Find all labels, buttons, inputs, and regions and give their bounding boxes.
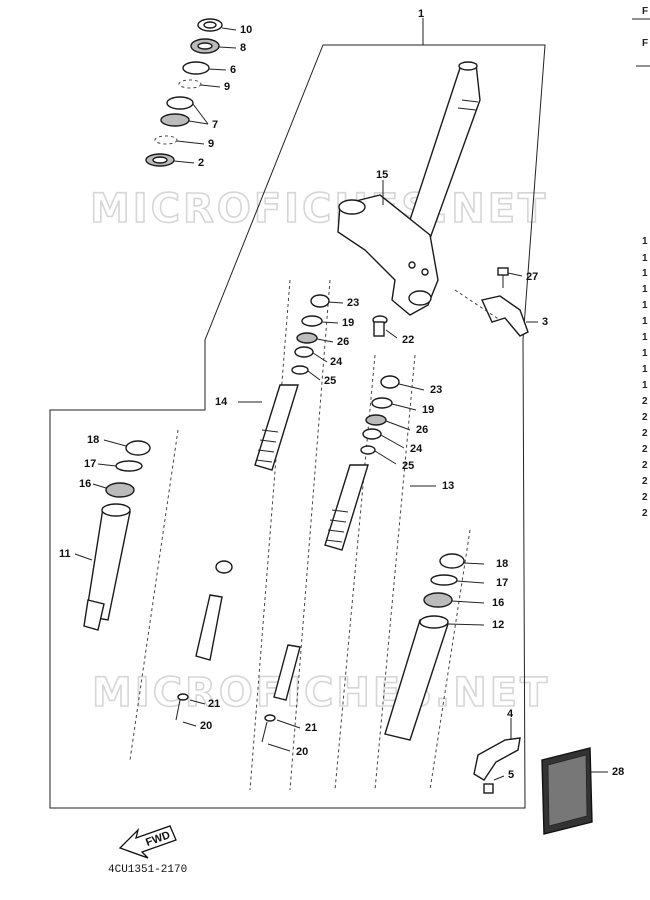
callout-5: 5: [508, 769, 515, 781]
callout-28: 28: [612, 766, 625, 778]
callout-13: 13: [442, 480, 455, 492]
callout-9: 9: [208, 138, 215, 150]
callout-6: 6: [230, 64, 237, 76]
callout-23: 23: [430, 384, 443, 396]
callout-2: 2: [198, 157, 205, 169]
assembly-outline: [49, 44, 546, 809]
part-9b: [154, 135, 178, 145]
callout-12: 12: [492, 619, 505, 631]
bolt-5: [483, 775, 505, 794]
part-6: [182, 61, 210, 75]
callout-7: 7: [212, 119, 219, 131]
right-edge-char: 2: [642, 508, 648, 519]
callout-3: 3: [542, 316, 549, 328]
callout-25: 25: [402, 460, 415, 472]
callout-9: 9: [224, 81, 231, 93]
callout-17: 17: [84, 458, 97, 470]
right-edge-char: 1: [642, 332, 648, 343]
callout-26: 26: [416, 424, 429, 436]
right-edge-char: F: [642, 38, 649, 49]
callout-17: 17: [496, 577, 509, 589]
callout-23: 23: [347, 297, 360, 309]
callout-1: 1: [418, 8, 425, 20]
leaders-11: [74, 439, 127, 561]
right-edge-char: 2: [642, 492, 648, 503]
callout-16: 16: [79, 478, 92, 490]
right-edge-char: 1: [642, 348, 648, 359]
reflector-28: [541, 747, 608, 835]
right-edge-fragment: [632, 18, 650, 67]
callout-21: 21: [305, 722, 318, 734]
callout-14: 14: [215, 396, 228, 408]
under-bracket: [337, 194, 439, 316]
part-7a: [166, 96, 194, 110]
drawing-code: 4CU1351-2170: [108, 864, 188, 876]
inner-tube-13: [261, 354, 416, 791]
bolt-22: [372, 315, 398, 339]
bearing-leaders: [173, 27, 237, 164]
callout-19: 19: [422, 404, 435, 416]
right-edge-char: 2: [642, 476, 648, 487]
part-7b: [160, 113, 190, 127]
callout-24: 24: [330, 356, 343, 368]
right-edge-char: 2: [642, 396, 648, 407]
callout-4: 4: [507, 708, 514, 720]
callout-15: 15: [376, 169, 389, 181]
outer-tube-11: [83, 429, 179, 761]
right-edge-char: 1: [642, 236, 648, 247]
right-edge-char: 1: [642, 284, 648, 295]
watermark-bottom: MICROFICHES.NET: [92, 670, 550, 716]
callout-11: 11: [59, 548, 71, 560]
callout-10: 10: [240, 24, 253, 36]
bearing-stack: [145, 18, 223, 167]
leaders-14: [182, 301, 344, 727]
callout-25: 25: [324, 375, 337, 387]
right-edge-char: 1: [642, 316, 648, 327]
callout-19: 19: [342, 317, 355, 329]
fwd-arrow-icon: FWD: [118, 825, 177, 859]
callout-24: 24: [410, 443, 423, 455]
callout-27: 27: [526, 271, 539, 283]
watermark-top: MICROFICHES.NET: [90, 186, 548, 232]
callout-26: 26: [337, 336, 350, 348]
part-9a: [178, 79, 202, 89]
right-edge-char: 1: [642, 300, 648, 311]
inner-tube-14: [175, 279, 331, 791]
right-edge-char: 1: [642, 380, 648, 391]
callout-18: 18: [87, 434, 100, 446]
callout-22: 22: [402, 334, 415, 346]
right-edge-char: 1: [642, 253, 648, 264]
callout-16: 16: [492, 597, 505, 609]
right-edge-char: 1: [642, 268, 648, 279]
right-edge-char: 1: [642, 364, 648, 375]
bracket-4: [473, 718, 521, 781]
right-edge-char: 2: [642, 444, 648, 455]
bracket-3: [454, 289, 538, 337]
right-edge-char: 2: [642, 428, 648, 439]
right-edge-char: F: [642, 6, 649, 17]
callout-8: 8: [240, 42, 247, 54]
callout-20: 20: [200, 720, 213, 732]
callout-18: 18: [496, 558, 509, 570]
callout-20: 20: [296, 746, 309, 758]
right-edge-char: 2: [642, 412, 648, 423]
callout-21: 21: [208, 698, 221, 710]
leaders-13: [267, 383, 436, 752]
outer-tube-12: [384, 529, 471, 791]
leaders-12: [447, 562, 485, 626]
bolt-27: [497, 267, 523, 288]
right-edge-char: 2: [642, 460, 648, 471]
